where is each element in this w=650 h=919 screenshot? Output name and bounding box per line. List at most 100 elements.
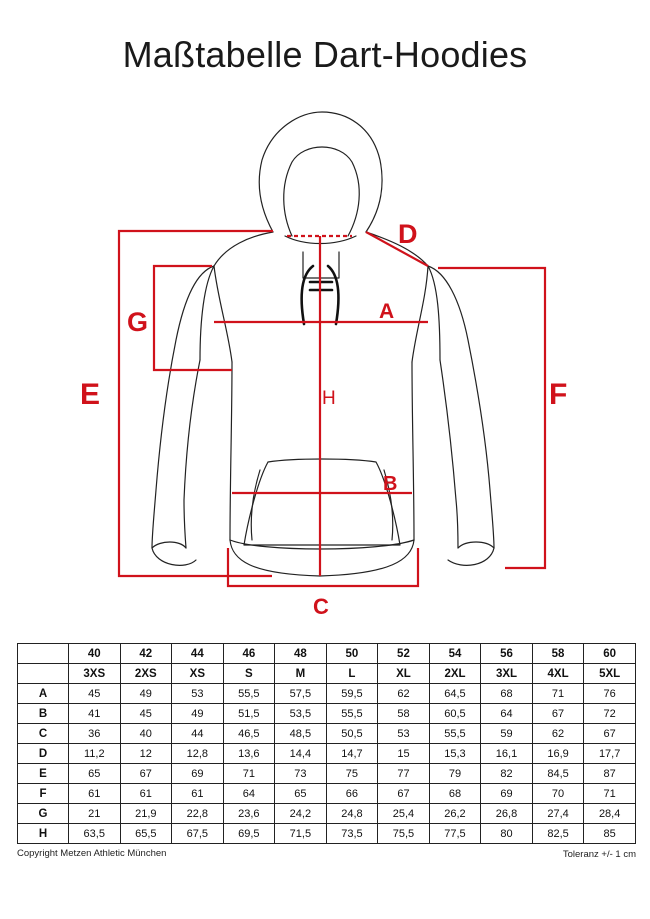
size-letter: XS [171,663,224,684]
table-cell: 73,5 [325,823,379,844]
table-cell: 71 [222,763,276,784]
table-cell: 22,8 [171,803,224,824]
table-cell: 84,5 [531,763,585,784]
table-cell: 72 [583,703,636,724]
table-cell: 53,5 [274,703,327,724]
table-cell: 53 [171,683,224,704]
table-cell: 85 [583,823,636,844]
table-cell: 69 [480,783,533,804]
table-cell: 12 [119,743,173,764]
table-cell: 73 [274,763,327,784]
size-numeric: 60 [583,643,636,664]
table-cell: 55,5 [325,703,379,724]
table-cell: 25,4 [377,803,430,824]
table-cell: 71 [583,783,636,804]
table-cell: 77 [377,763,430,784]
table-cell: 57,5 [274,683,327,704]
size-letter: 4XL [531,663,585,684]
row-label: A [17,683,69,704]
size-numeric: 46 [222,643,276,664]
table-cell: 21,9 [119,803,173,824]
label-h: H [322,388,336,409]
table-cell: 15 [377,743,430,764]
dimension-lines [117,229,547,588]
table-cell: 14,4 [274,743,327,764]
row-label: F [17,783,69,804]
table-cell: 45 [119,703,173,724]
size-letter: S [222,663,276,684]
label-g: G [127,307,148,337]
table-cell: 68 [428,783,482,804]
table-cell: 82,5 [531,823,585,844]
table-cell: 61 [119,783,173,804]
table-cell: 16,1 [480,743,533,764]
size-numeric: 42 [119,643,173,664]
row-label: E [17,763,69,784]
table-cell: 80 [480,823,533,844]
table-cell: 71,5 [274,823,327,844]
table-cell: 60,5 [428,703,482,724]
table-cell: 64 [480,703,533,724]
size-numeric: 50 [325,643,379,664]
row-label: H [17,823,69,844]
table-cell: 75 [325,763,379,784]
table-cell: 65 [68,763,121,784]
table-cell: 64,5 [428,683,482,704]
row-label: B [17,703,69,724]
table-cell: 44 [171,723,224,744]
table-cell: 23,6 [222,803,276,824]
size-letter: 2XS [119,663,173,684]
table-cell: 27,4 [531,803,585,824]
table-cell: 26,8 [480,803,533,824]
table-cell: 61 [171,783,224,804]
table-cell: 71 [531,683,585,704]
size-numeric: 44 [171,643,224,664]
table-cell: 28,4 [583,803,636,824]
table-cell: 66 [325,783,379,804]
size-letter: L [325,663,379,684]
tolerance-text: Toleranz +/- 1 cm [562,849,636,860]
label-a: A [379,300,394,323]
table-cell: 67 [119,763,173,784]
table-cell: 49 [119,683,173,704]
label-f: F [549,378,567,411]
size-numeric: 40 [68,643,121,664]
table-cell: 45 [68,683,121,704]
table-cell: 48,5 [274,723,327,744]
table-cell: 50,5 [325,723,379,744]
table-cell: 59 [480,723,533,744]
size-letter: M [274,663,327,684]
table-cell: 76 [583,683,636,704]
label-c: C [313,594,329,619]
table-cell: 64 [222,783,276,804]
size-letter: 3XS [68,663,121,684]
table-cell: 67,5 [171,823,224,844]
copyright-text: Copyright Metzen Athletic München [17,848,167,859]
table-cell: 55,5 [428,723,482,744]
table-cell: 62 [531,723,585,744]
table-cell: 41 [68,703,121,724]
size-letter: 2XL [428,663,482,684]
table-cell: 63,5 [68,823,121,844]
size-numeric: 48 [274,643,327,664]
table-cell: 16,9 [531,743,585,764]
table-cell: 62 [377,683,430,704]
label-e: E [80,378,100,411]
table-cell: 79 [428,763,482,784]
size-letter: XL [377,663,430,684]
row-label: D [17,743,69,764]
table-cell: 58 [377,703,430,724]
table-cell: 65,5 [119,823,173,844]
table-cell: 15,3 [428,743,482,764]
hoodie-diagram: A B C D E F G H [80,111,567,619]
table-cell: 55,5 [222,683,276,704]
size-numeric: 54 [428,643,482,664]
hoodie-outline [151,111,495,577]
